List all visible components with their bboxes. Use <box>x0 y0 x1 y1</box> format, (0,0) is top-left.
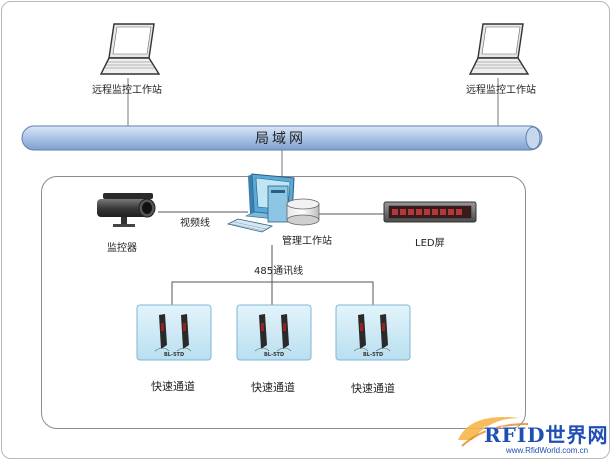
zone-connectors <box>158 211 386 305</box>
database-icon <box>286 198 320 226</box>
laptop-icon <box>99 23 161 75</box>
gate-turnstile-icon <box>236 304 312 361</box>
camera-label: 监控器 <box>107 243 137 254</box>
watermark-swoosh <box>458 416 529 447</box>
laptop-icon <box>468 23 530 75</box>
led-screen-icon <box>383 201 477 223</box>
watermark-url: www.RfidWorld.com.cn <box>506 446 589 455</box>
lan-pipe <box>21 125 543 151</box>
led-screen-label: LED屏 <box>415 238 445 249</box>
gate-turnstile-icon <box>335 304 411 361</box>
workstation-pc-icon <box>226 173 295 233</box>
manager-station-label: 管理工作站 <box>282 236 332 247</box>
gate-turnstile-icon <box>136 304 212 361</box>
lan-label: 局域网 <box>255 131 306 147</box>
laptop-lan-connectors <box>127 78 499 176</box>
gate-model-label: BL-5TD <box>164 352 185 358</box>
gate-2-label: 快速通道 <box>251 381 295 394</box>
workstation-right-label: 远程监控工作站 <box>466 85 536 96</box>
workstation-left-label: 远程监控工作站 <box>92 85 162 96</box>
gate-model-label: BL-5TD <box>363 352 384 358</box>
gate-1-label: 快速通道 <box>151 380 195 393</box>
camera-icon <box>97 193 156 227</box>
gate-3-label: 快速通道 <box>351 382 395 395</box>
watermark-logo: RFID世界网 www.RfidWorld.com.cn <box>454 413 609 459</box>
gate-model-label: BL-5TD <box>264 352 285 358</box>
comm-line-label: 485通讯线 <box>254 266 304 277</box>
video-line-label: 视频线 <box>180 218 210 229</box>
watermark-title: RFID世界网 <box>484 423 609 447</box>
